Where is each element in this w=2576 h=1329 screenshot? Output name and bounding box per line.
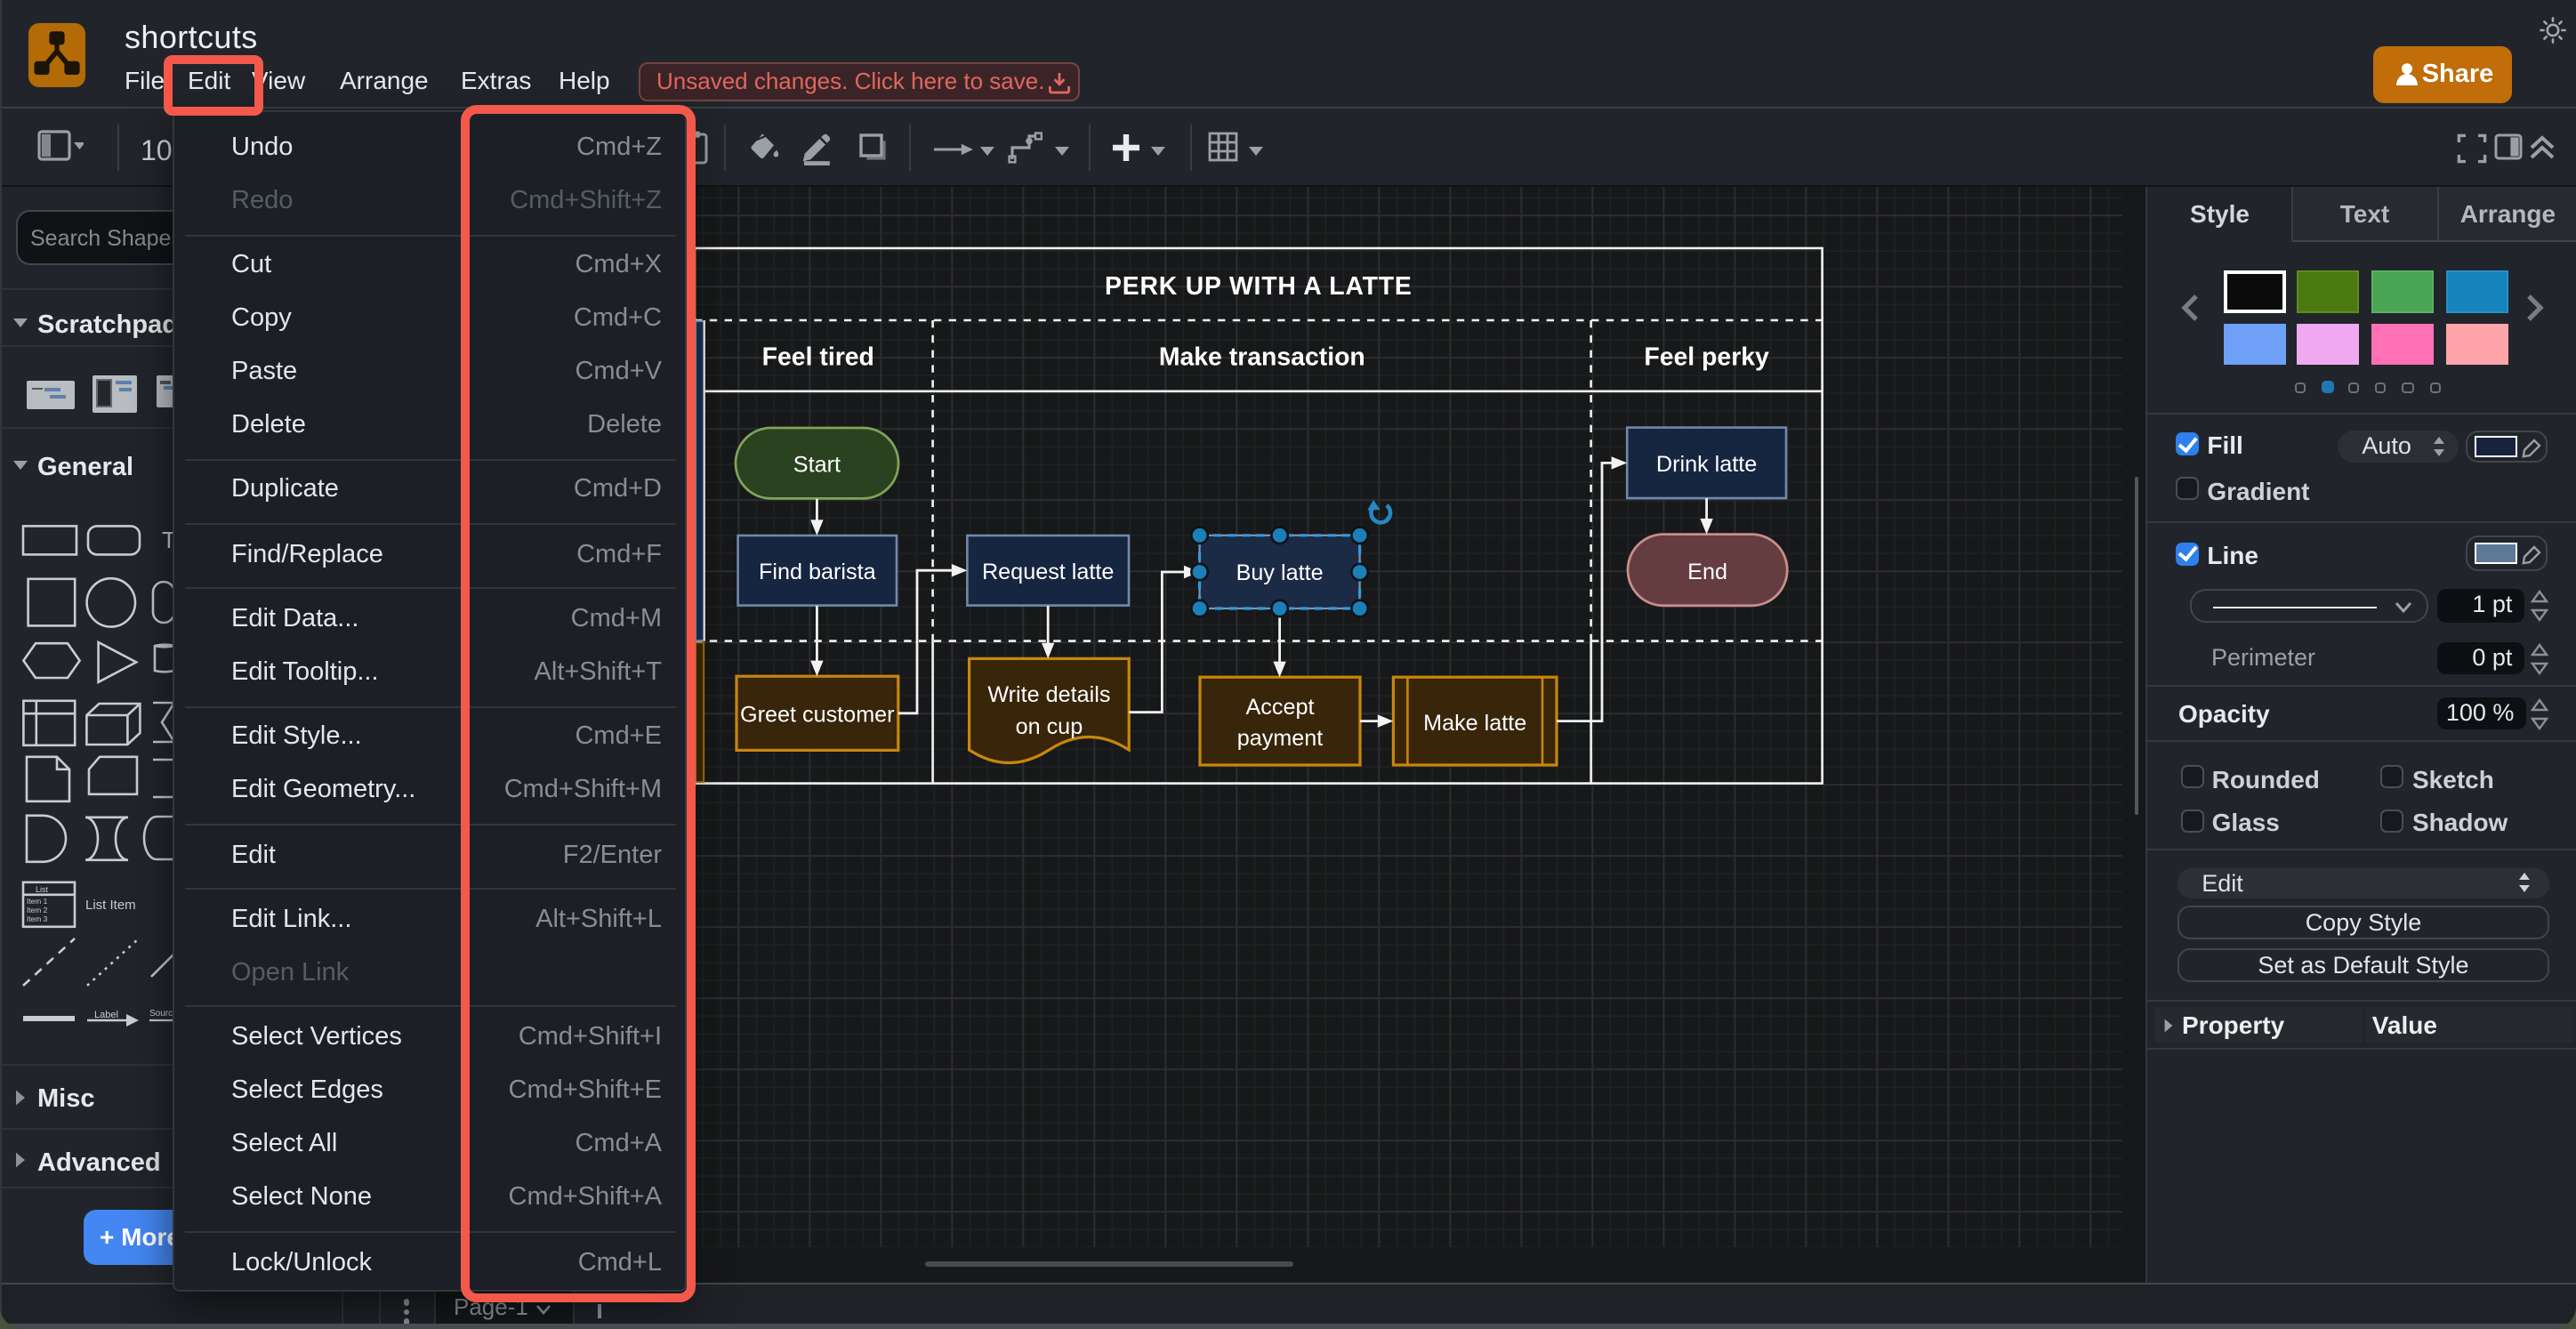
svg-text:Find barista: Find barista xyxy=(759,560,877,584)
svg-text:End: End xyxy=(1687,560,1727,584)
svg-text:Item 1: Item 1 xyxy=(27,896,48,905)
svg-text:T: T xyxy=(162,526,174,552)
svg-text:PERK UP WITH A LATTE: PERK UP WITH A LATTE xyxy=(1105,272,1413,301)
svg-text:Item 3: Item 3 xyxy=(27,914,48,922)
svg-text:Label: Label xyxy=(94,1009,118,1019)
svg-text:Accept: Accept xyxy=(1245,695,1314,720)
svg-text:Source: Source xyxy=(149,1008,174,1018)
svg-text:Start: Start xyxy=(793,452,841,477)
svg-text:Make transaction: Make transaction xyxy=(1159,343,1365,372)
svg-text:Make latte: Make latte xyxy=(1423,711,1526,736)
svg-text:Buy latte: Buy latte xyxy=(1236,560,1324,585)
svg-text:List: List xyxy=(36,884,49,893)
svg-text:on cup: on cup xyxy=(1016,714,1083,739)
svg-text:Feel perky: Feel perky xyxy=(1644,343,1769,372)
svg-text:Drink latte: Drink latte xyxy=(1656,452,1757,477)
svg-text:payment: payment xyxy=(1237,726,1324,751)
svg-text:Write details: Write details xyxy=(987,682,1110,707)
svg-text:Item 2: Item 2 xyxy=(27,905,48,914)
svg-text:Greet customer: Greet customer xyxy=(740,703,895,728)
svg-text:List Item: List Item xyxy=(85,897,136,912)
svg-text:Request latte: Request latte xyxy=(982,560,1114,584)
svg-text:Feel tired: Feel tired xyxy=(762,343,874,372)
